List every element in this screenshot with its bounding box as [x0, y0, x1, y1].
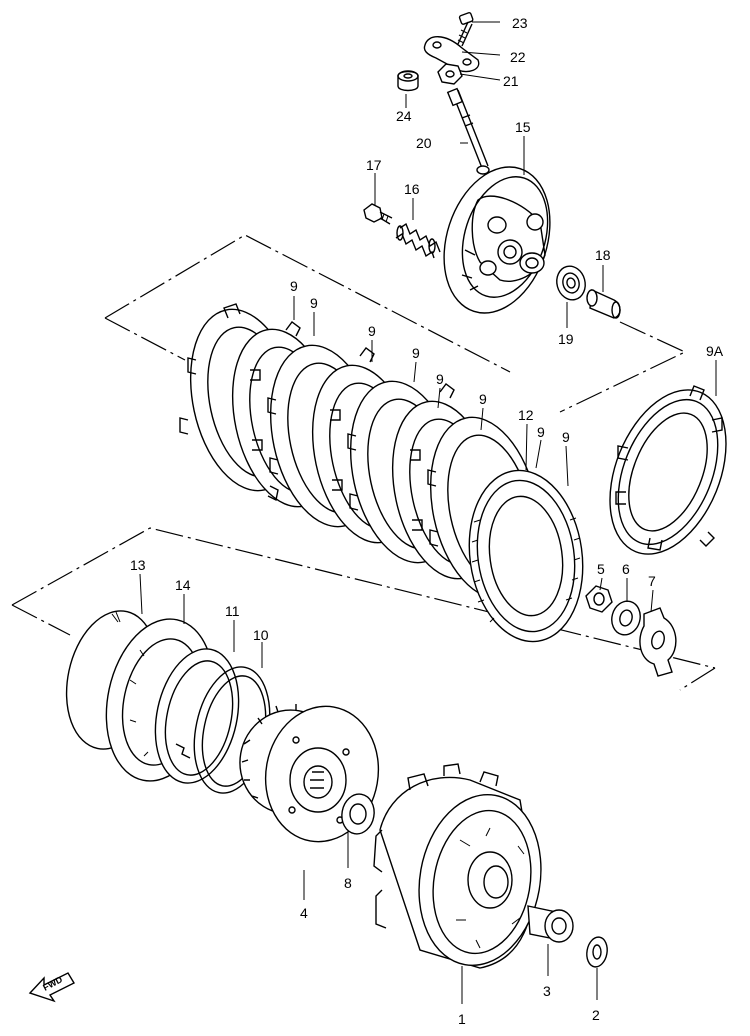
bushing-24	[397, 70, 419, 92]
callout-23: 23	[512, 15, 528, 31]
callout-16: 16	[404, 181, 420, 197]
callout-5: 5	[597, 561, 605, 577]
callout-24: 24	[396, 108, 412, 124]
callout-20: 20	[416, 135, 432, 151]
nut-21	[437, 63, 463, 85]
callout-6: 6	[622, 561, 630, 577]
upper-dashed-frame	[104, 234, 687, 413]
bearing-19	[556, 265, 586, 301]
callout-1: 1	[458, 1011, 466, 1027]
callout-17: 17	[366, 157, 382, 173]
callout-9-f: 9	[479, 391, 487, 407]
nut-5	[585, 585, 613, 613]
callout-9-h: 9	[562, 429, 570, 445]
callout-9-e: 9	[436, 371, 444, 387]
callout-15: 15	[515, 119, 531, 135]
plate-22	[423, 36, 480, 73]
washer-2	[586, 936, 608, 968]
leader-lines	[139, 21, 717, 1004]
callout-9-b: 9	[310, 295, 318, 311]
callout-12: 13	[130, 557, 146, 573]
spacer-3	[527, 905, 574, 943]
pressure-plate-15	[443, 166, 551, 314]
callout-18: 18	[595, 247, 611, 263]
fwd-arrow-icon: FWD	[28, 972, 75, 1003]
callout-7: 7	[648, 573, 656, 589]
bolt-17	[363, 203, 393, 225]
callout-21: 21	[503, 73, 519, 89]
callout-9-a: 9	[290, 278, 298, 294]
spring-16	[395, 222, 441, 259]
callout-8: 8	[344, 875, 352, 891]
callout-14: 14	[175, 577, 191, 593]
screw-23	[457, 12, 474, 47]
spring-seat-13	[154, 648, 240, 784]
callout-10: 12	[518, 407, 534, 423]
clutch-plate-stack	[179, 303, 584, 643]
callout-19: 19	[558, 331, 574, 347]
callout-3: 3	[543, 983, 551, 999]
callout-9-g: 9	[537, 424, 545, 440]
callout-22: 22	[510, 49, 526, 65]
callout-9A: 9A	[706, 343, 724, 359]
callout-13: 11	[225, 603, 240, 619]
pin-18	[586, 288, 621, 319]
callout-labels: 23 22 21 24 20 15 16 17 18 19 9 9 9 9 9 …	[130, 15, 724, 1027]
friction-plate-9A	[609, 385, 727, 555]
washer-6	[611, 600, 641, 636]
friction-plate-last	[468, 469, 584, 643]
lock-washer-7	[639, 607, 677, 677]
primary-driven-gear-1	[373, 763, 542, 969]
callout-9-d: 9	[412, 345, 420, 361]
callout-4: 4	[300, 905, 308, 921]
callout-11: 10	[253, 627, 269, 643]
release-rod-20	[446, 87, 490, 175]
callout-2: 2	[592, 1007, 600, 1023]
thrust-washer-8	[341, 793, 375, 835]
callout-9-c: 9	[368, 323, 376, 339]
